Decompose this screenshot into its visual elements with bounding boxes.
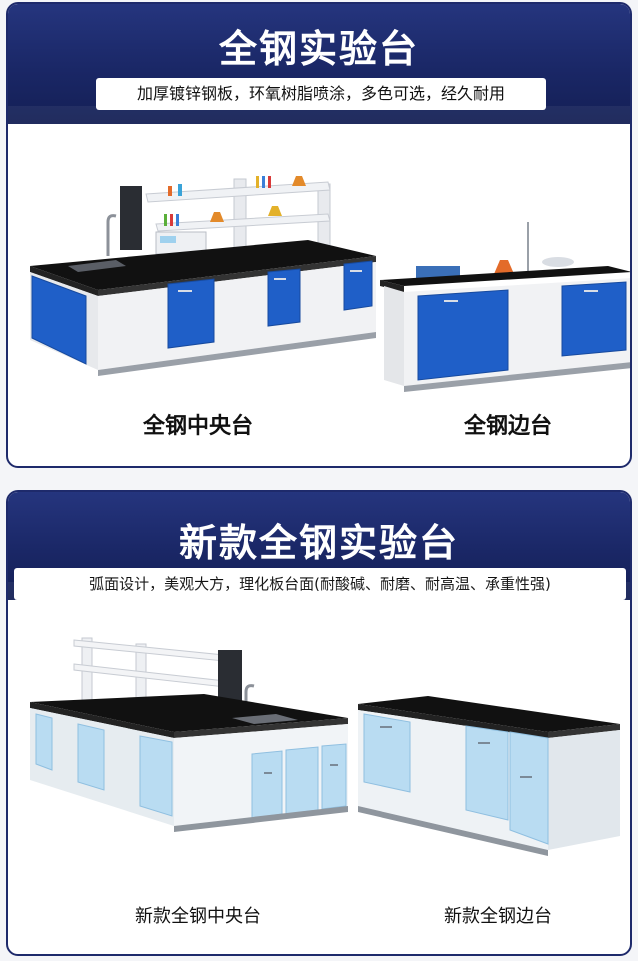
section-title: 新款全钢实验台 [178,521,459,565]
section-header: 新款全钢实验台 弧面设计，美观大方，理化板台面(耐酸碱、耐磨、耐高温、承重性强) [8,492,630,600]
steel-lab-bench-section: 全钢实验台 加厚镀锌钢板，环氧树脂喷涂，多色可选，经久耐用 [6,2,632,468]
steel-lab-bench-illustration [30,176,630,392]
section-header: 全钢实验台 加厚镀锌钢板，环氧树脂喷涂，多色可选，经久耐用 [8,4,630,124]
new-central-bench-caption: 新款全钢中央台 [135,906,261,927]
new-side-bench-caption: 新款全钢边台 [444,906,552,927]
new-side-bench-image [358,696,620,856]
new-steel-lab-bench-illustration [30,637,620,856]
section-subtitle: 弧面设计，美观大方，理化板台面(耐酸碱、耐磨、耐高温、承重性强) [14,568,626,600]
new-steel-lab-bench-section: 新款全钢实验台 弧面设计，美观大方，理化板台面(耐酸碱、耐磨、耐高温、承重性强) [6,490,632,956]
new-central-bench-image [30,637,348,832]
central-bench-image [30,176,376,376]
central-bench-caption: 全钢中央台 [142,414,253,439]
side-bench-caption: 全钢边台 [463,414,552,439]
side-bench-image [380,222,630,392]
section-subtitle: 加厚镀锌钢板，环氧树脂喷涂，多色可选，经久耐用 [96,78,546,110]
product-images [8,600,630,900]
product-images [8,124,630,424]
section-title: 全钢实验台 [218,27,419,71]
